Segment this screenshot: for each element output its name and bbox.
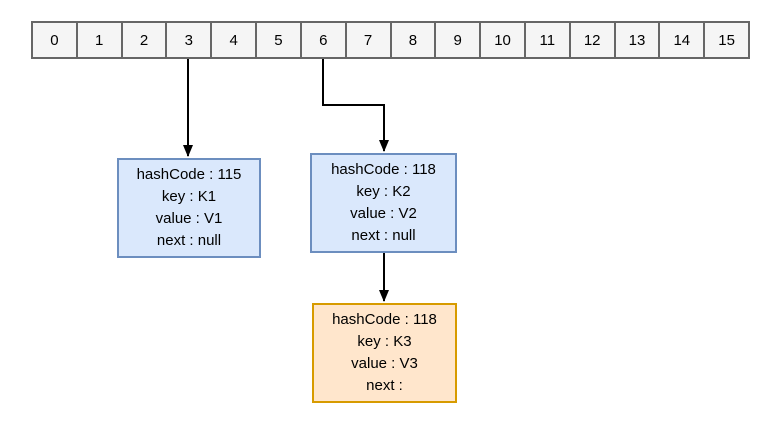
bucket-cell-2: 2	[120, 23, 166, 57]
node-k1-next: next : null	[156, 232, 222, 249]
node-k2-hashcode: hashCode : 118	[331, 161, 436, 178]
node-k3-key: key : K3	[357, 333, 412, 350]
node-k3-value: value : V3	[351, 355, 418, 372]
node-k3-next: next :	[366, 377, 403, 394]
bucket-cell-3: 3	[165, 23, 210, 57]
bucket-cell-1: 1	[75, 23, 121, 57]
bucket-cell-6: 6	[299, 23, 345, 57]
bucket-array: 0 1 2 3 4 5 6 7 8 9 10 11 12 13 14 15	[31, 21, 750, 59]
bucket-cell-11: 11	[523, 23, 569, 57]
node-k1: hashCode : 115 key : K1 value : V1 next …	[117, 158, 261, 258]
bucket-cell-10: 10	[479, 23, 524, 57]
bucket-cell-14: 14	[658, 23, 703, 57]
bucket-cell-4: 4	[210, 23, 255, 57]
bucket-cell-7: 7	[344, 23, 390, 57]
node-k2-key: key : K2	[356, 183, 411, 200]
node-k2-next: next : null	[351, 227, 416, 244]
node-k3-hashcode: hashCode : 118	[332, 311, 437, 328]
bucket-cell-13: 13	[613, 23, 659, 57]
node-k1-key: key : K1	[161, 188, 217, 205]
node-k1-hashcode: hashCode : 115	[136, 166, 242, 183]
bucket-cell-9: 9	[434, 23, 479, 57]
bucket-cell-15: 15	[703, 23, 748, 57]
node-k2: hashCode : 118 key : K2 value : V2 next …	[310, 153, 457, 253]
bucket-cell-0: 0	[50, 31, 59, 49]
node-k2-value: value : V2	[350, 205, 417, 222]
node-k3: hashCode : 118 key : K3 value : V3 next …	[312, 303, 457, 403]
bucket-cell-5: 5	[255, 23, 300, 57]
arrow-bucket6-to-node-k2	[322, 59, 389, 152]
node-k1-value: value : V1	[155, 210, 223, 227]
bucket-cell-8: 8	[389, 23, 435, 57]
bucket-cell-12: 12	[568, 23, 614, 57]
